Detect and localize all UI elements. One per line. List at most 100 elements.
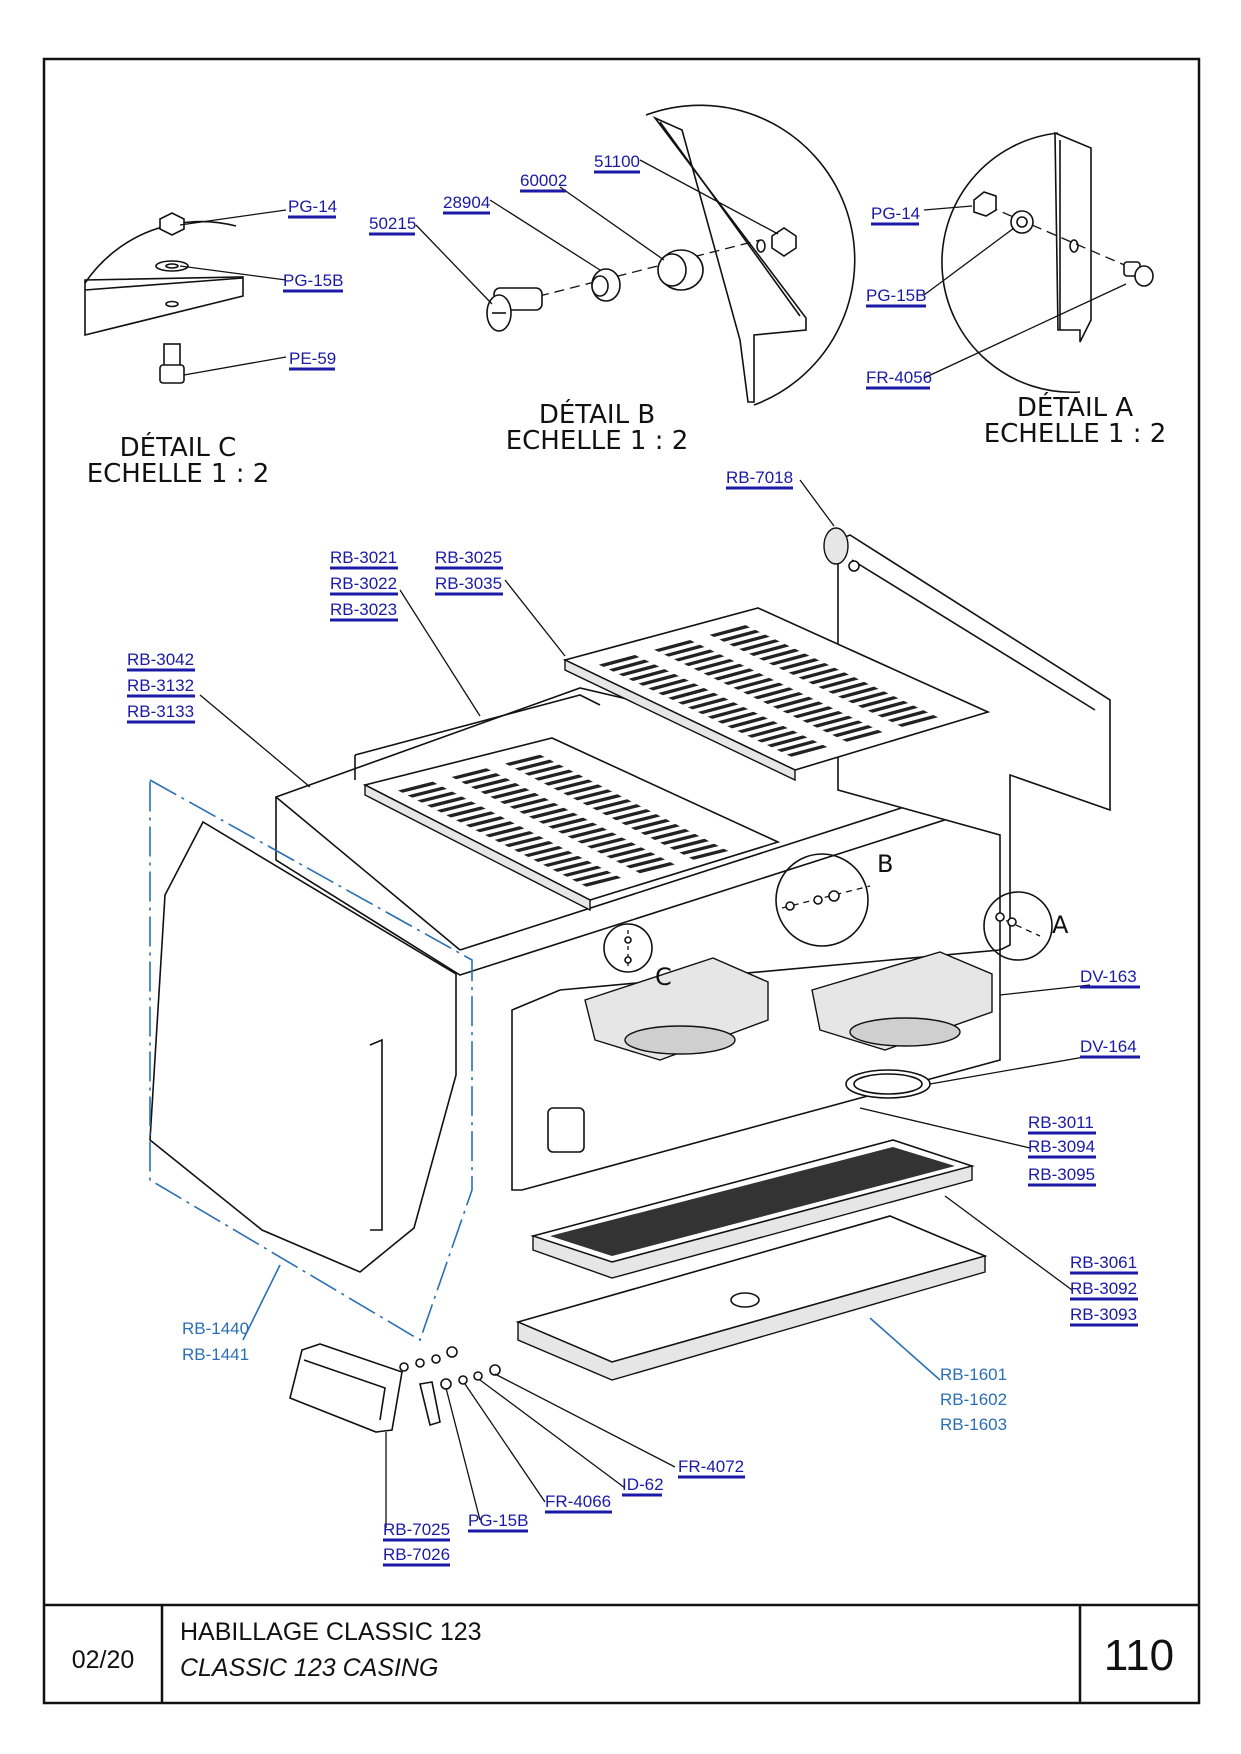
title-block: 02/20 HABILLAGE CLASSIC 123 CLASSIC 123 … xyxy=(72,1618,1174,1682)
drip-tray-grille xyxy=(530,1139,975,1279)
callout-id62[interactable]: ID-62 xyxy=(622,1475,664,1497)
callout-b-51100[interactable]: 51100 xyxy=(594,152,640,174)
svg-text:FR-4066: FR-4066 xyxy=(545,1492,611,1511)
detail-c-scale: ECHELLE 1 : 2 xyxy=(87,459,270,489)
callout-a-fr4056[interactable]: FR-4056 xyxy=(866,368,932,390)
detail-a-label: DÉTAIL A ECHELLE 1 : 2 xyxy=(984,391,1167,449)
callout-rb3132[interactable]: RB-3132 xyxy=(127,676,195,698)
svg-text:RB-1440: RB-1440 xyxy=(182,1319,249,1338)
detail-c-drawing xyxy=(84,212,244,384)
svg-text:50215: 50215 xyxy=(369,214,416,233)
detail-a-title: DÉTAIL A xyxy=(1017,391,1134,423)
svg-text:28904: 28904 xyxy=(443,193,490,212)
svg-text:60002: 60002 xyxy=(520,171,567,190)
svg-text:RB-7026: RB-7026 xyxy=(383,1545,450,1564)
callout-rb3025[interactable]: RB-3025 xyxy=(435,548,503,570)
callout-a-pg15b[interactable]: PG-15B xyxy=(866,286,926,308)
callout-rb3061[interactable]: RB-3061 xyxy=(1070,1253,1138,1275)
callout-rb3094[interactable]: RB-3094 xyxy=(1028,1137,1096,1159)
callout-rb1440[interactable]: RB-1440 xyxy=(182,1319,249,1338)
main-assembly xyxy=(149,527,1111,1433)
marker-a: A xyxy=(1052,911,1069,939)
svg-text:RB-1441: RB-1441 xyxy=(182,1345,249,1364)
svg-text:RB-3061: RB-3061 xyxy=(1070,1253,1137,1272)
svg-text:FR-4072: FR-4072 xyxy=(678,1457,744,1476)
svg-text:PG-14: PG-14 xyxy=(871,204,920,223)
drip-tray xyxy=(515,1215,988,1381)
callout-a-pg14[interactable]: PG-14 xyxy=(871,204,920,226)
callout-rb1441[interactable]: RB-1441 xyxy=(182,1345,249,1364)
detail-b-label: DÉTAIL B ECHELLE 1 : 2 xyxy=(506,398,689,456)
title-english: CLASSIC 123 CASING xyxy=(180,1654,438,1682)
svg-text:RB-3025: RB-3025 xyxy=(435,548,502,567)
cup-grid-upper xyxy=(562,607,991,782)
leader-lines xyxy=(179,159,1127,1528)
svg-text:RB-3035: RB-3035 xyxy=(435,574,502,593)
svg-text:RB-3094: RB-3094 xyxy=(1028,1137,1095,1156)
side-panel xyxy=(149,820,457,1273)
svg-text:RB-3132: RB-3132 xyxy=(127,676,194,695)
detail-a-scale: ECHELLE 1 : 2 xyxy=(984,419,1167,449)
callout-fr4066[interactable]: FR-4066 xyxy=(545,1492,612,1514)
callout-c-pg14[interactable]: PG-14 xyxy=(288,197,337,219)
svg-text:RB-1601: RB-1601 xyxy=(940,1365,1007,1384)
svg-text:ID-62: ID-62 xyxy=(622,1475,664,1494)
callout-rb3035[interactable]: RB-3035 xyxy=(435,574,503,596)
svg-text:RB-3095: RB-3095 xyxy=(1028,1165,1095,1184)
svg-text:PG-14: PG-14 xyxy=(288,197,337,216)
callout-dv163[interactable]: DV-163 xyxy=(1080,967,1140,989)
svg-text:RB-3092: RB-3092 xyxy=(1070,1279,1137,1298)
callout-rb1603[interactable]: RB-1603 xyxy=(940,1415,1007,1434)
detail-b-scale: ECHELLE 1 : 2 xyxy=(506,426,689,456)
detail-b-drawing xyxy=(486,104,856,406)
svg-text:PG-15B: PG-15B xyxy=(866,286,926,305)
callout-rb3133[interactable]: RB-3133 xyxy=(127,702,195,724)
svg-text:PE-59: PE-59 xyxy=(289,349,336,368)
svg-text:RB-3093: RB-3093 xyxy=(1070,1305,1137,1324)
callout-c-pe59[interactable]: PE-59 xyxy=(289,349,336,371)
callout-b-50215[interactable]: 50215 xyxy=(369,214,416,236)
callout-rb3023[interactable]: RB-3023 xyxy=(330,600,398,622)
callout-rb7018[interactable]: RB-7018 xyxy=(726,468,793,490)
svg-text:PG-15B: PG-15B xyxy=(283,271,343,290)
svg-text:RB-7018: RB-7018 xyxy=(726,468,793,487)
svg-text:RB-3023: RB-3023 xyxy=(330,600,397,619)
callout-rb3095[interactable]: RB-3095 xyxy=(1028,1165,1096,1187)
callout-dv164[interactable]: DV-164 xyxy=(1080,1037,1140,1059)
sheet-border xyxy=(42,57,1201,1705)
svg-text:RB-3042: RB-3042 xyxy=(127,650,194,669)
group-head-left xyxy=(584,957,769,1061)
side-panel-outline xyxy=(149,778,473,1342)
knob-rb7018 xyxy=(823,527,860,572)
callout-rb3042[interactable]: RB-3042 xyxy=(127,650,195,672)
back-wall xyxy=(837,534,1111,952)
callout-rb3011[interactable]: RB-3011 xyxy=(1028,1113,1096,1135)
callout-rb7026[interactable]: RB-7026 xyxy=(383,1545,450,1567)
svg-text:RB-1603: RB-1603 xyxy=(940,1415,1007,1434)
cup-grid-lower xyxy=(362,737,781,912)
callout-b-60002[interactable]: 60002 xyxy=(520,171,567,193)
detail-b-title: DÉTAIL B xyxy=(539,398,655,430)
svg-text:RB-3011: RB-3011 xyxy=(1028,1113,1094,1132)
callout-rb3092[interactable]: RB-3092 xyxy=(1070,1279,1138,1301)
callout-rb3021[interactable]: RB-3021 xyxy=(330,548,398,570)
svg-text:DV-163: DV-163 xyxy=(1080,967,1137,986)
svg-text:RB-7025: RB-7025 xyxy=(383,1520,450,1539)
svg-text:RB-3021: RB-3021 xyxy=(330,548,397,567)
callout-rb3093[interactable]: RB-3093 xyxy=(1070,1305,1138,1327)
callout-pg15b-bottom[interactable]: PG-15B xyxy=(468,1511,528,1533)
detail-c-circle xyxy=(603,923,653,973)
svg-text:RB-3133: RB-3133 xyxy=(127,702,194,721)
callout-rb1601[interactable]: RB-1601 xyxy=(940,1365,1007,1384)
svg-text:PG-15B: PG-15B xyxy=(468,1511,528,1530)
detail-a-drawing xyxy=(941,131,1154,394)
callout-c-pg15b[interactable]: PG-15B xyxy=(283,271,343,293)
callout-rb3022[interactable]: RB-3022 xyxy=(330,574,398,596)
callout-b-28904[interactable]: 28904 xyxy=(443,193,490,215)
callout-rb7025[interactable]: RB-7025 xyxy=(383,1520,450,1542)
title-french: HABILLAGE CLASSIC 123 xyxy=(180,1618,482,1646)
callouts: PG-14 PG-15B PE-59 50215 28904 60002 511… xyxy=(127,152,1140,1567)
callout-fr4072[interactable]: FR-4072 xyxy=(678,1457,745,1479)
callout-rb1602[interactable]: RB-1602 xyxy=(940,1390,1007,1409)
